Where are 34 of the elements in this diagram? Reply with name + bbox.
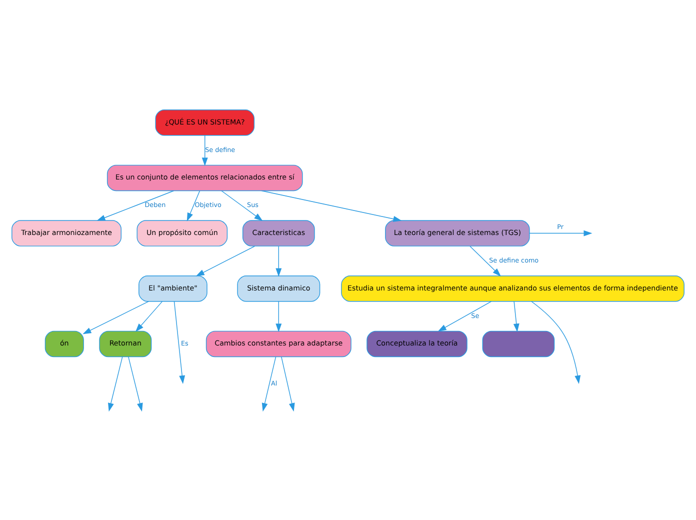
arrow xyxy=(96,190,174,220)
arrow xyxy=(262,356,276,412)
arrow xyxy=(438,300,492,332)
arrow xyxy=(513,300,520,332)
arrow xyxy=(196,245,256,276)
arrow xyxy=(276,300,282,332)
node-box xyxy=(482,330,555,357)
arrow xyxy=(202,134,208,166)
node-box: El "ambiente" xyxy=(138,275,208,302)
arrow xyxy=(529,230,592,236)
arrow xyxy=(276,245,282,276)
node-box: Estudia un sistema integralmente aunque analizando sus elementos de forma independiente xyxy=(341,275,684,302)
node-box: Retornan xyxy=(99,330,152,357)
arrow xyxy=(128,356,143,412)
node-box: ón xyxy=(44,330,84,357)
node-box: Es un conjunto de elementos relacionados entre sí xyxy=(106,164,303,191)
node-box: Sistema dinamico xyxy=(237,275,320,302)
arrow xyxy=(174,300,186,384)
arrow xyxy=(221,190,263,220)
node-box: ¿QUÉ ES UN SISTEMA? xyxy=(155,108,255,136)
arrow xyxy=(186,190,200,221)
arrow xyxy=(108,356,123,412)
node-box: Cambios constantes para adaptarse xyxy=(206,330,352,357)
arrow xyxy=(82,300,149,334)
node-box: Caracteristicas xyxy=(242,220,315,246)
arrow xyxy=(135,300,162,332)
node-box: Trabajar armoniozamente xyxy=(12,220,122,246)
arrow xyxy=(531,300,581,384)
arrow xyxy=(261,190,402,222)
arrow xyxy=(281,356,295,412)
node-box: La teoría general de sistemas (TGS) xyxy=(385,220,530,246)
arrow xyxy=(470,245,502,276)
node-box: Un propósito común xyxy=(136,220,228,246)
node-box: Conceptualiza la teoría xyxy=(366,330,468,357)
